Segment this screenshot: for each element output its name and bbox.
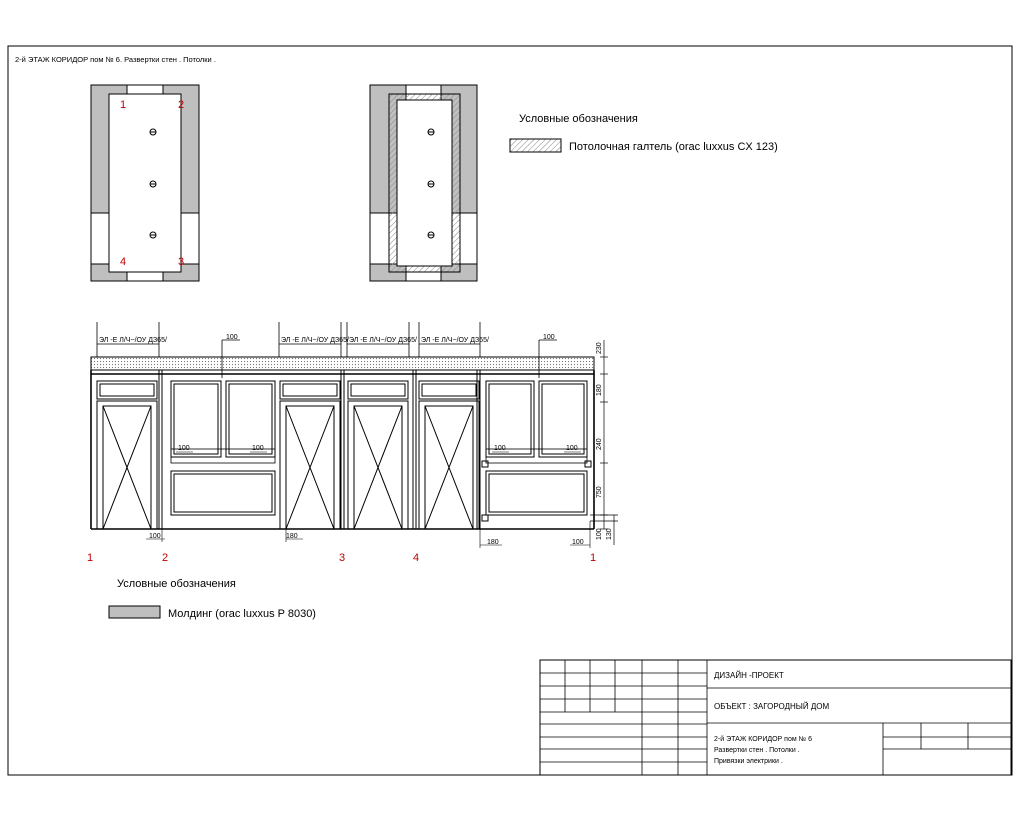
sheet-title: 2-й ЭТАЖ КОРИДОР пом № 6. Развертки стен… (15, 55, 216, 64)
door (347, 380, 409, 530)
wall-label: 1 (590, 552, 596, 564)
door (279, 380, 341, 530)
dimension-label: 100 (572, 539, 584, 546)
wall-panels (170, 380, 276, 516)
dimension-label: 100 (178, 445, 190, 452)
sheet-frame (7, 45, 1013, 776)
ceiling-light-icon (149, 231, 157, 239)
socket-icon (584, 460, 592, 468)
dimension-label: 240 (596, 438, 603, 450)
door-tag: ЭЛ -Е Л/Ч~/ОУ ДЗ65/ (349, 337, 417, 344)
title-block-line: Развертки стен . Потолки . (714, 747, 800, 754)
dimension-label: 750 (596, 486, 603, 498)
legend-bottom-item: Молдинг (orac luxxus P 8030) (168, 608, 316, 620)
molding-swatch (108, 605, 161, 619)
title-block: ДИЗАЙН -ПРОЕКТ ОБЪЕКТ : ЗАГОРОДНЫЙ ДОМ 2… (539, 659, 1012, 776)
ceiling-light-icon (149, 128, 157, 136)
wall-label: 2 (162, 552, 168, 564)
corner-label: 2 (178, 99, 184, 111)
legend-top: Условные обозначения Потолочная галтель … (509, 113, 778, 153)
legend-bottom: Условные обозначения Молдинг (orac luxxu… (108, 578, 316, 620)
door (96, 380, 158, 530)
ceiling-light-icon (149, 180, 157, 188)
corner-label: 4 (120, 256, 126, 268)
corner-label: 1 (120, 99, 126, 111)
dimension-label: 100 (149, 533, 161, 540)
ceiling-light-icon (427, 180, 435, 188)
dimension-label: 180 (286, 533, 298, 540)
dimension-label: 230 (596, 342, 603, 354)
dimension-label: 100 (566, 445, 578, 452)
dimension-label: 180 (596, 384, 603, 396)
door (418, 380, 480, 530)
dimension-label: 180 (487, 539, 499, 546)
ceiling-plan-right (369, 84, 478, 282)
corner-label: 3 (178, 256, 184, 268)
socket-icon (481, 514, 489, 522)
dimension-label: 100 (543, 334, 555, 341)
dimension-label: 100 (494, 445, 506, 452)
door-tag: ЭЛ -Е Л/Ч~/ОУ ДЗ65/ (421, 337, 489, 344)
title-block-row1: ДИЗАЙН -ПРОЕКТ (714, 671, 784, 680)
wall-elevation: ЭЛ -Е Л/Ч~/ОУ ДЗ65/ ЭЛ -Е Л/Ч~/ОУ ДЗ65/ … (87, 322, 618, 564)
title-block-line: 2-й ЭТАЖ КОРИДОР пом № 6 (714, 735, 812, 743)
wall-label: 3 (339, 552, 345, 564)
wall-label: 1 (87, 552, 93, 564)
cornice-band (90, 356, 595, 371)
legend-bottom-title: Условные обозначения (117, 578, 236, 590)
door-tag: ЭЛ -Е Л/Ч~/ОУ ДЗ65/ (281, 337, 349, 344)
title-block-line: Привязки электрики . (714, 758, 783, 765)
cornice-swatch (509, 138, 562, 153)
ceiling-light-icon (427, 231, 435, 239)
dimension-label: 100 (226, 334, 238, 341)
ceiling-light-icon (427, 128, 435, 136)
ceiling-plan-left: 1 2 4 3 (90, 84, 200, 282)
wall-panels (481, 380, 592, 522)
legend-top-title: Условные обозначения (519, 113, 638, 125)
title-block-row2: ОБЪЕКТ : ЗАГОРОДНЫЙ ДОМ (714, 702, 829, 711)
door-tag: ЭЛ -Е Л/Ч~/ОУ ДЗ65/ (99, 337, 167, 344)
dimension-label: 100 (596, 528, 603, 540)
socket-icon (481, 460, 489, 468)
wall-label: 4 (413, 552, 419, 564)
dimension-label: 130 (606, 528, 613, 540)
legend-top-item: Потолочная галтель (orac luxxus CX 123) (569, 141, 778, 153)
dimension-label: 100 (252, 445, 264, 452)
